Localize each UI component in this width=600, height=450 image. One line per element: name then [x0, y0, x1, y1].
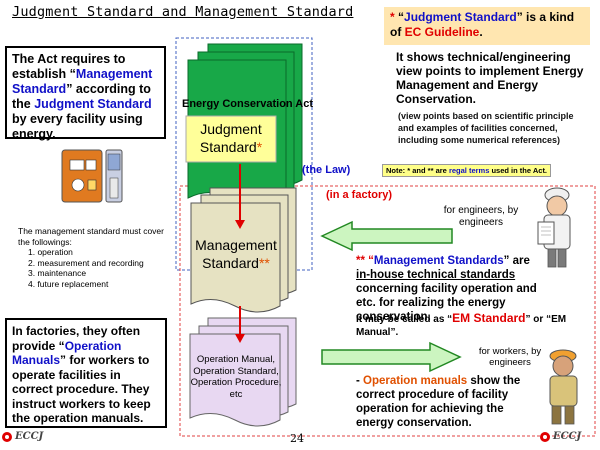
- management-document-stack: [190, 187, 297, 313]
- management-standards-desc: ** “Management Standards” are in-house t…: [356, 255, 537, 323]
- act-requirement-box: The Act requires to establish “Managemen…: [5, 46, 166, 141]
- workers-arrow: [321, 341, 462, 373]
- viewpoints-text: (view points based on scientific princip…: [398, 111, 574, 145]
- workers-label: for workers, by engineers: [478, 346, 542, 368]
- cover-item: 3. maintenance: [28, 268, 87, 278]
- engineer-illustration: [537, 187, 571, 268]
- factories-box: In factories, they often provide “Operat…: [5, 318, 167, 428]
- shows-text: It shows technical/engineering view poin…: [396, 50, 584, 106]
- management-standard-label: Management Standard**: [195, 237, 277, 271]
- cover-title: The management standard must cover the f…: [18, 226, 164, 247]
- judgment-standard-box: [185, 115, 277, 163]
- worker-illustration: [549, 349, 578, 425]
- operation-manuals-desc: - Operation manuals show the correct pro…: [356, 375, 521, 429]
- cover-item: 1. operation: [28, 247, 73, 257]
- cover-item: 2. measurement and recording: [28, 257, 144, 268]
- page-title: Judgment Standard and Management Standar…: [12, 4, 354, 20]
- law-label: (the Law): [302, 164, 351, 176]
- eccj-logo-left: ECCJ: [15, 431, 44, 442]
- operation-manual-stack: [189, 317, 297, 427]
- red-arrow-management-to-manual: [235, 306, 245, 343]
- page-number: 24: [290, 432, 304, 445]
- cover-list: The management standard must cover the f…: [18, 226, 168, 289]
- judgment-standard-label: Judgment Standard*: [199, 121, 263, 155]
- ec-guideline-note: * “Judgment Standard” is a kind of EC Gu…: [384, 7, 590, 45]
- factory-label: (in a factory): [326, 189, 393, 201]
- operation-manual-label: Operation Manual, Operation Standard, Op…: [190, 354, 282, 400]
- eccj-logo-right: ECCJ: [553, 431, 582, 442]
- regal-terms-note: Note: * and ** are regal terms used in t…: [382, 164, 552, 177]
- act-label: Energy Conservation Act: [182, 98, 314, 110]
- red-arrow-act-to-management: [235, 164, 245, 229]
- cover-item: 4. future replacement: [28, 278, 109, 289]
- engineers-arrow: [320, 220, 453, 252]
- factory-dashed-frame: [179, 185, 596, 437]
- engineers-label: for engineers, by engineers: [443, 205, 519, 228]
- em-standard-desc: It may be called as “EM Standard” or “EM…: [356, 311, 567, 339]
- energy-meter-illustration: [61, 149, 123, 203]
